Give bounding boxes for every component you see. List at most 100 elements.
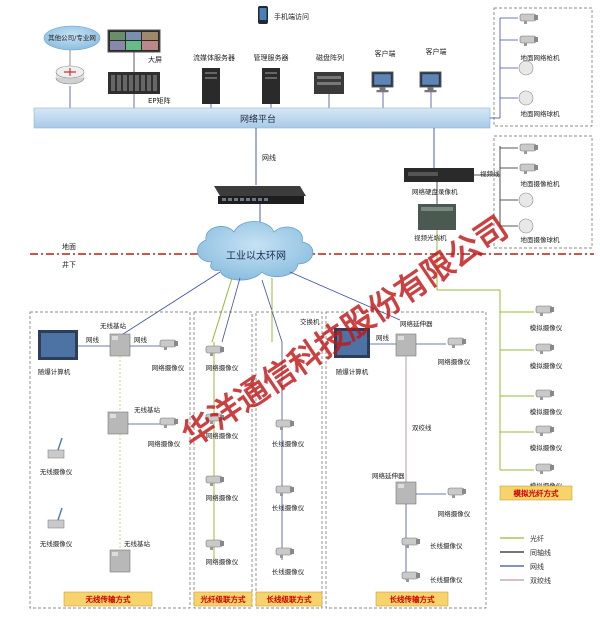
ring-label: 工业以太环网 — [226, 249, 286, 262]
industrial-ethernet-ring-cloud — [197, 221, 314, 281]
legend-label-3: 双绞线 — [530, 576, 551, 585]
z2-camera-icon-4 — [205, 539, 225, 551]
z3-cam-label-1: 长线摄像仪 — [272, 503, 305, 512]
wireless-camera-icon-2 — [47, 507, 65, 529]
client-pc-icon-2 — [419, 71, 442, 93]
z1-title-box — [63, 591, 153, 607]
mobile-phone-icon — [258, 6, 268, 24]
ep-matrix-label: EP矩阵 — [148, 96, 171, 105]
network-extender-icon-1 — [395, 333, 417, 357]
optical-transceiver-icon — [418, 204, 456, 230]
core-switch-icon — [214, 186, 306, 204]
wireless-zone-box — [29, 311, 191, 609]
wireless-base-station-icon-3 — [109, 549, 131, 573]
underground-computer-icon-2 — [334, 328, 370, 358]
ground-ip-dome-label: 地面网络球机 — [521, 109, 561, 118]
analog-cam-label-3: 模拟摄像仪 — [530, 443, 563, 452]
z4-cam-b-label: 网络摄像仪 — [438, 509, 471, 518]
z1-cam-a-label: 网络摄像仪 — [152, 363, 185, 372]
optical-label: 视频光端机 — [414, 233, 447, 242]
server-label-0: 流媒体服务器 — [193, 53, 235, 62]
z1-cam-b-label: 网络摄像仪 — [148, 439, 181, 448]
z1-base3-label: 无线基站 — [124, 539, 151, 548]
server-label-2: 磁盘阵列 — [316, 53, 344, 62]
z4-computer-label: 随爆计算机 — [336, 367, 369, 376]
z1-computer-label: 随爆计算机 — [38, 367, 71, 376]
server-label-1: 管理服务器 — [254, 53, 289, 62]
z3-cam-label-2: 长线摄像仪 — [272, 567, 305, 576]
nvr-icon — [404, 168, 474, 182]
z2-cam-label-0: 网络摄像仪 — [206, 363, 239, 372]
ground-analog-camera-group — [493, 135, 593, 249]
analog-link-label: 视频线 — [480, 169, 500, 178]
z4-long-camera-icon-d — [401, 571, 421, 583]
z3-title: 长线级联方式 — [267, 594, 312, 604]
z2-title-box — [193, 591, 253, 607]
z3-cam-label-0: 长线摄像仪 — [272, 439, 305, 448]
analog-title-box — [499, 485, 573, 501]
z4-link-label: 网线 — [376, 333, 390, 342]
z4-title: 长线传输方式 — [390, 594, 435, 604]
z3-switch-label: 交换机 — [300, 317, 320, 326]
long-line-cascade-zone-box — [255, 311, 323, 609]
below-ground-label: 井下 — [62, 260, 76, 269]
z4-ip-camera-icon-a — [447, 337, 467, 349]
big-screen-icon — [107, 29, 161, 53]
z2-cam-label-2: 网络摄像仪 — [206, 493, 239, 502]
wireless-base-station-icon-2 — [107, 411, 129, 435]
z2-cam-label-3: 网络摄像仪 — [206, 557, 239, 566]
z4-long-camera-icon-c — [401, 537, 421, 549]
client-pc-icon-1 — [371, 71, 394, 93]
network-extender-icon-2 — [395, 481, 417, 505]
analog-title: 模拟光纤方式 — [514, 488, 559, 498]
legend-label-2: 网线 — [530, 562, 544, 571]
z4-cam-c-label: 长线摄像仪 — [430, 541, 463, 550]
internet-label: 其他公司/专业网 — [48, 33, 96, 42]
z4-ext2-label: 网络延伸器 — [372, 471, 405, 480]
z4-twisted-label: 双绞线 — [412, 423, 432, 432]
legend-label-1: 同轴线 — [530, 548, 551, 557]
fiber-cascade-zone-box — [193, 311, 253, 609]
legend-label-0: 光纤 — [530, 534, 544, 543]
z1-base1-label: 无线基站 — [100, 321, 127, 330]
z4-cam-a-label: 网络摄像仪 — [438, 357, 471, 366]
big-screen-label: 大屏 — [148, 55, 162, 64]
ground-ip-camera-group — [493, 7, 593, 127]
management-server-icon — [262, 68, 280, 104]
z1-link1-label: 网线 — [86, 335, 100, 344]
long-line-transmission-zone-box — [325, 311, 487, 609]
z2-camera-icon-3 — [205, 475, 225, 487]
ground-analog-dome-label: 地面摄像球机 — [521, 235, 561, 244]
analog-camera-icon-5 — [535, 463, 555, 475]
z1-title: 无线传输方式 — [85, 594, 131, 604]
analog-cam-label-4: 模拟摄像仪 — [530, 481, 563, 490]
nvr-label: 网络硬盘录像机 — [412, 187, 458, 196]
disk-array-icon — [314, 72, 344, 94]
mobile-label: 手机端访问 — [274, 12, 309, 21]
z4-cam-d-label: 长线摄像仪 — [430, 575, 463, 584]
wireless-camera-icon-1 — [47, 437, 65, 459]
analog-camera-icon-4 — [535, 425, 555, 437]
internet-cloud-icon — [43, 25, 101, 51]
router-icon — [55, 65, 85, 85]
analog-camera-icon-1 — [535, 305, 555, 317]
server-label-3: 客户端 — [375, 49, 396, 58]
wireless-base-station-icon-1 — [109, 333, 131, 357]
z3-camera-icon-3 — [275, 547, 295, 559]
analog-cam-label-0: 模拟摄像仪 — [530, 323, 563, 332]
analog-camera-icon-3 — [535, 389, 555, 401]
platform-label: 网络平台 — [240, 113, 276, 125]
analog-cam-label-1: 模拟摄像仪 — [530, 361, 563, 370]
z1-wcam1-label: 无线摄像仪 — [40, 467, 73, 476]
ground-analog-bullet-label: 地面摄像枪机 — [521, 179, 561, 188]
z1-wcam2-label: 无线摄像仪 — [40, 539, 73, 548]
z4-title-box — [375, 591, 449, 607]
z4-ext1-label: 网络延伸器 — [400, 319, 433, 328]
analog-cam-label-2: 模拟摄像仪 — [530, 407, 563, 416]
ground-ip-bullet-label: 地面网络枪机 — [521, 53, 561, 62]
z3-title-box — [255, 591, 323, 607]
z2-camera-icon-1 — [205, 345, 225, 357]
legend: 光纤 同轴线 网线 双绞线 — [500, 534, 551, 585]
above-ground-label: 地面 — [62, 242, 76, 251]
